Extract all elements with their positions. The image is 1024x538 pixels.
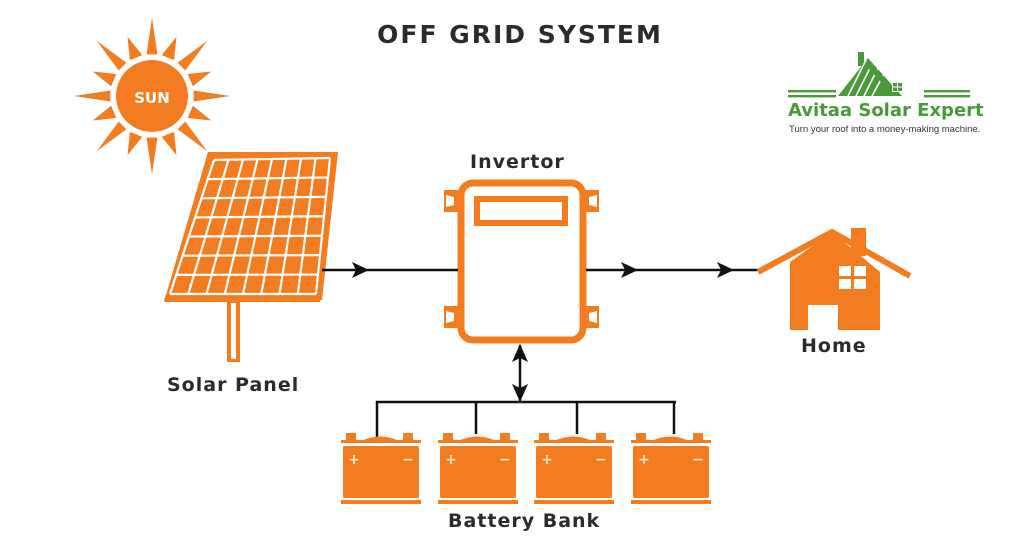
battery-icon: +−: [341, 433, 421, 504]
panel-grid-line: [168, 159, 216, 295]
invertor-label: Invertor: [470, 151, 565, 173]
home-icon: [756, 228, 912, 330]
battery-bank-icon: +−+−+−+−: [341, 433, 711, 504]
sun-ray: [177, 40, 208, 71]
sun-ray: [96, 121, 127, 152]
battery-positive-symbol: +: [541, 452, 553, 468]
sun-ray: [146, 137, 158, 174]
battery-icon: +−: [534, 433, 614, 504]
battery-positive-symbol: +: [445, 452, 457, 468]
flow-invertor-battery-bidirectional: [375, 344, 676, 437]
panel-grid-line: [296, 158, 317, 295]
panel-grid-line: [188, 234, 323, 238]
solar-panel-icon: [164, 152, 338, 362]
panel-grid-line: [182, 254, 321, 257]
panel-grid-line: [241, 158, 274, 295]
sun-ray: [161, 36, 177, 61]
battery-positive-symbol: +: [638, 452, 650, 468]
panel-grid-line: [205, 159, 245, 295]
panel-grid-line: [260, 158, 288, 295]
battery-negative-symbol: −: [402, 452, 414, 468]
sun-ray: [74, 90, 111, 102]
diagram-title: OFF GRID SYSTEM: [377, 20, 663, 49]
panel-grid-line: [201, 195, 327, 200]
panel-grid-line: [213, 156, 331, 162]
solar-panel-label: Solar Panel: [167, 374, 300, 396]
sun-ray: [187, 71, 212, 87]
flow-solar-to-invertor: [322, 262, 458, 278]
panel-grid-line: [187, 159, 230, 295]
sun-ray: [127, 131, 143, 156]
battery-icon: +−: [438, 433, 518, 504]
invertor-icon: [444, 179, 599, 344]
battery-icon: +−: [631, 433, 711, 504]
panel-grid-line: [278, 158, 303, 295]
home-label: Home: [801, 335, 867, 357]
sun-ray: [177, 121, 208, 152]
logo-tagline: Turn your roof into a money-making machi…: [789, 124, 981, 135]
sun-ray: [96, 40, 127, 71]
battery-negative-symbol: −: [499, 452, 511, 468]
panel-grid-line: [223, 158, 259, 295]
sun-ray: [187, 105, 212, 121]
battery-positive-symbol: +: [348, 452, 360, 468]
panel-grid-line: [207, 176, 329, 181]
sun-ray: [92, 105, 117, 121]
logo-house-icon: [788, 52, 970, 98]
battery-negative-symbol: −: [692, 452, 704, 468]
sun-ray: [92, 71, 117, 87]
sun-disc: [116, 60, 188, 132]
flow-invertor-to-home: [586, 262, 760, 278]
sun-ray: [127, 36, 143, 61]
sun-ray: [161, 131, 177, 156]
battery-negative-symbol: −: [595, 452, 607, 468]
panel-grid-line: [195, 215, 325, 219]
logo-brand-name: Avitaa Solar Expert: [788, 100, 984, 121]
panel-grid-line: [314, 157, 332, 295]
sun-label: SUN: [134, 89, 170, 107]
sun-icon: [74, 18, 230, 174]
sun-ray: [146, 18, 158, 55]
battery-bank-label: Battery Bank: [448, 510, 601, 532]
sun-ray: [193, 90, 230, 102]
